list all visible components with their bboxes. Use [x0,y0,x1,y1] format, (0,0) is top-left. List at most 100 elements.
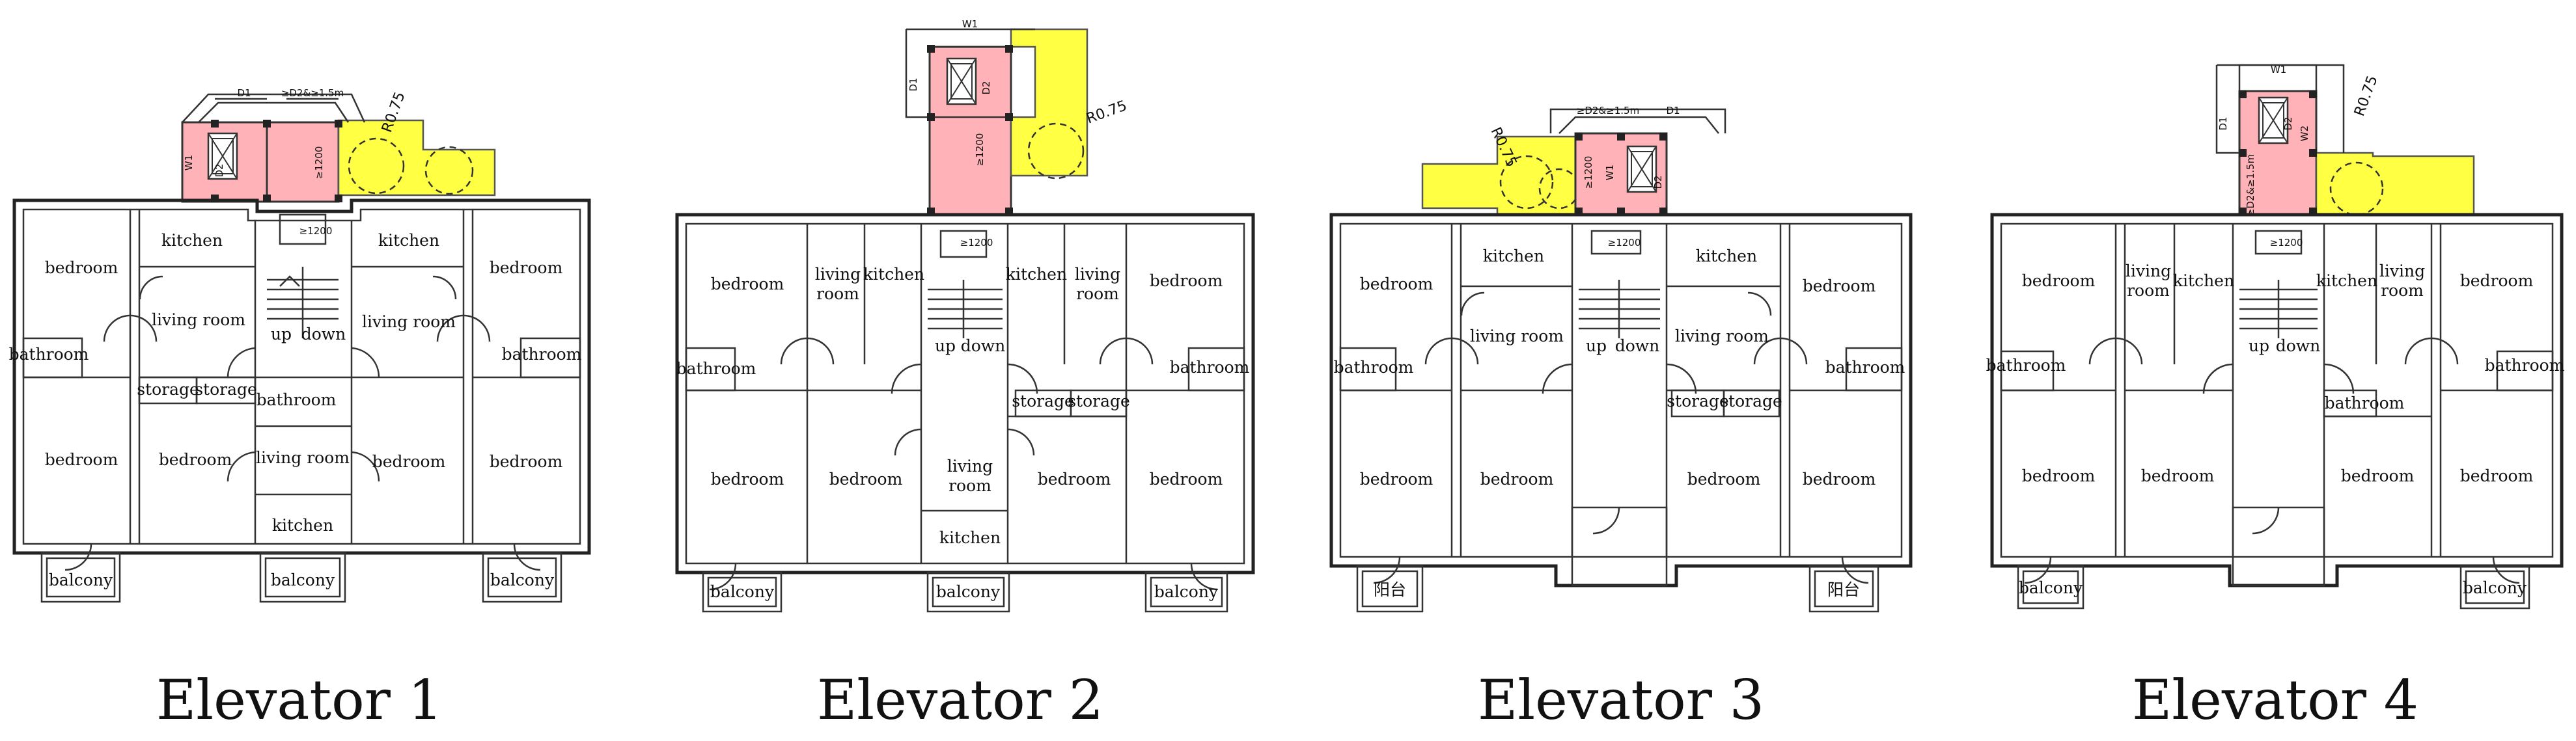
svg-text:bathroom: bathroom [1334,358,1414,377]
svg-text:living: living [815,265,861,284]
svg-text:≥1200: ≥1200 [1608,237,1641,249]
svg-text:bedroom: bedroom [1803,470,1876,489]
svg-text:bedroom: bedroom [2022,466,2096,485]
svg-text:room: room [816,284,859,303]
staircase [267,267,339,338]
svg-text:balcony: balcony [2019,578,2083,597]
svg-text:living: living [2126,262,2171,280]
svg-text:balcony: balcony [710,582,775,601]
label-storage: storage [137,380,199,399]
svg-text:kitchen: kitchen [939,528,1001,547]
dim-d1: D1 [237,87,251,99]
svg-text:kitchen: kitchen [1696,247,1757,265]
dim-clear: ≥1200 [974,133,986,167]
svg-text:bedroom: bedroom [1150,271,1223,290]
svg-text:storage: storage [1068,392,1130,411]
svg-text:kitchen: kitchen [2316,271,2377,290]
svg-text:bedroom: bedroom [1687,470,1761,489]
svg-text:kitchen: kitchen [2173,271,2234,290]
svg-text:room: room [2381,281,2424,300]
svg-text:bathroom: bathroom [1825,358,1905,377]
label-living-room: living room [362,312,456,331]
svg-text:≥1200: ≥1200 [2270,237,2303,249]
access-corridor-area [2315,152,2475,216]
svg-text:room: room [2127,281,2170,300]
svg-text:living: living [1075,265,1120,284]
caption-elevator-3: Elevator 3 [1478,668,1764,732]
dim-d2: D2 [214,163,225,177]
svg-text:down: down [1615,336,1660,355]
svg-text:up: up [2249,336,2269,355]
svg-text:bedroom: bedroom [2341,466,2415,485]
label-up: up [271,325,292,344]
svg-text:bathroom: bathroom [2325,394,2405,412]
dim-d1: D1 [907,77,919,91]
floor-plan-elevator-2: W1 D1 D2 ≥1200 R0.75 ≥1200 [675,18,1255,613]
svg-text:kitchen: kitchen [863,265,924,284]
svg-text:≥D2&≥1.5m: ≥D2&≥1.5m [1577,105,1639,116]
svg-text:bedroom: bedroom [1360,275,1433,293]
svg-text:room: room [1076,284,1119,303]
label-bedroom: bedroom [372,452,446,471]
svg-text:bedroom: bedroom [1150,470,1223,489]
label-living-room: living room [256,448,350,467]
outer-wall [1990,213,2564,587]
svg-text:living room: living room [1675,327,1769,345]
caption-elevator-4: Elevator 4 [2132,668,2418,732]
label-down: down [301,325,346,344]
svg-text:bedroom: bedroom [1360,470,1433,489]
floor-plan-elevator-1: D1 ≥D2&≥1.5m W1 D2 ≥1200 R0.75 [9,87,591,603]
svg-text:room: room [949,476,991,495]
svg-text:storage: storage [1667,392,1729,411]
label-balcony-cn: 阳台 [1374,580,1406,599]
svg-text:W1: W1 [2271,64,2286,75]
label-bedroom: bedroom [45,450,118,469]
svg-text:≥1200: ≥1200 [1583,156,1594,189]
staircase [928,280,1003,338]
svg-text:D2: D2 [2282,116,2294,130]
svg-text:living: living [2379,262,2425,280]
svg-text:bedroom: bedroom [711,275,784,293]
elevator-lobby-area [266,121,340,203]
svg-text:living room: living room [1470,327,1564,345]
label-bathroom: bathroom [502,345,582,364]
svg-text:down: down [961,336,1006,355]
svg-text:W1: W1 [1604,165,1616,180]
staircase [1579,280,1660,338]
label-balcony-cn: 阳台 [1827,580,1860,599]
svg-text:bathroom: bathroom [676,359,756,378]
svg-text:bathroom: bathroom [1170,358,1250,377]
svg-text:D2: D2 [1652,175,1664,189]
dim-clear: ≥1200 [313,146,325,180]
staircase [2239,280,2318,338]
caption-elevator-2: Elevator 2 [817,668,1103,732]
label-bedroom: bedroom [490,258,563,277]
svg-text:bedroom: bedroom [2022,271,2096,290]
svg-text:bedroom: bedroom [2460,271,2534,290]
label-balcony: balcony [271,571,335,589]
outer-wall [12,198,591,555]
dim-w1: W1 [183,155,195,170]
outer-wall [675,213,1255,574]
label-bedroom: bedroom [490,452,563,471]
label-bedroom: bedroom [45,258,118,277]
label-living-room: living room [152,310,245,329]
svg-text:balcony: balcony [1154,582,1219,601]
label-storage: storage [195,380,257,399]
floor-plan-elevator-3: ≥D2&≥1.5m D1 W1 ≥1200 D2 R0.75 [1329,105,1913,613]
svg-text:kitchen: kitchen [1483,247,1544,265]
svg-text:bedroom: bedroom [2141,466,2215,485]
svg-text:bedroom: bedroom [829,470,903,489]
svg-text:up: up [1586,336,1607,355]
svg-text:storage: storage [1012,392,1074,411]
svg-text:bathroom: bathroom [2485,356,2565,375]
label-bedroom: bedroom [159,450,232,469]
access-corridor-area [337,119,496,196]
svg-text:bedroom: bedroom [1480,470,1554,489]
floor-plan-elevator-4: W1 D1 ≥D2&≥1.5m D2 W2 R0.75 [1986,64,2565,610]
access-corridor-area [1010,28,1088,177]
svg-text:≥1200: ≥1200 [299,225,333,237]
svg-text:bedroom: bedroom [711,470,784,489]
svg-text:W2: W2 [2299,126,2310,141]
label-kitchen: kitchen [378,231,439,250]
